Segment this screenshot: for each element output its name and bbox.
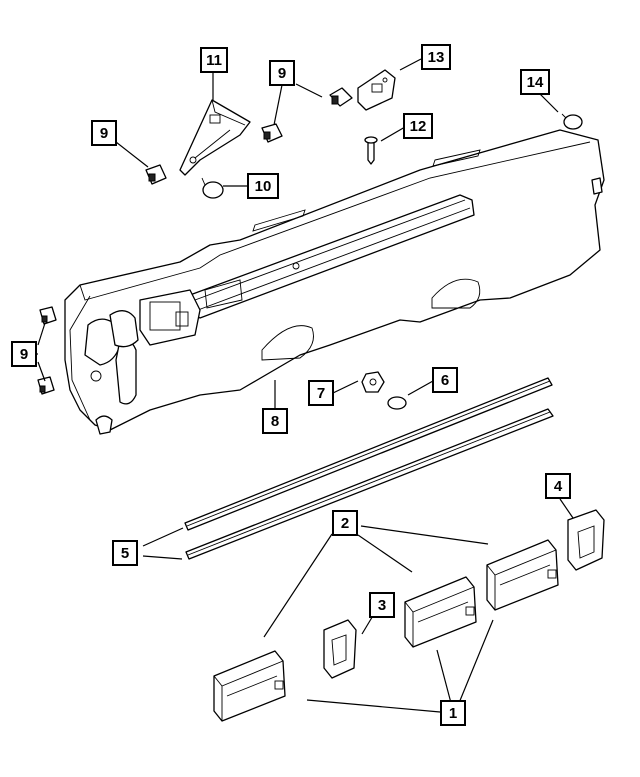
- callout-3: 3: [369, 592, 395, 618]
- pin-14: [561, 113, 583, 130]
- callout-4: 4: [545, 473, 571, 499]
- clip-9-mid: [261, 123, 283, 143]
- callout-5: 5: [112, 540, 138, 566]
- end-cap-4: [567, 509, 605, 571]
- callout-7: 7: [308, 380, 334, 406]
- rail-lower: [185, 408, 554, 560]
- callout-9-left-label: 9: [100, 125, 108, 142]
- leader-lines: [37, 58, 574, 713]
- callout-7-label: 7: [317, 385, 325, 402]
- callout-8-label: 8: [271, 413, 279, 430]
- bracket-13: [357, 69, 396, 111]
- callout-9-left: 9: [91, 120, 117, 146]
- callout-12-label: 12: [410, 118, 427, 135]
- callout-13: 13: [421, 44, 451, 70]
- callout-5-label: 5: [121, 545, 129, 562]
- callout-9-lower: 9: [11, 341, 37, 367]
- clip-9-top: [329, 87, 353, 107]
- bin-2-middle: [404, 576, 477, 648]
- bracket-11: [179, 99, 251, 176]
- clip-9-left: [145, 164, 167, 185]
- rail-upper: [184, 377, 553, 531]
- headliner-panel: [64, 129, 605, 435]
- clip-9-lower-a: [39, 306, 57, 325]
- callout-8: 8: [262, 408, 288, 434]
- callout-2: 2: [332, 510, 358, 536]
- callout-4-label: 4: [554, 478, 563, 495]
- end-cap-3: [323, 619, 357, 679]
- nut-7: [361, 371, 385, 393]
- callout-1-label: 1: [449, 705, 457, 722]
- callout-10: 10: [247, 173, 279, 199]
- push-pin-10: [201, 177, 224, 199]
- callout-14-label: 14: [527, 74, 544, 91]
- callout-11-label: 11: [206, 52, 222, 69]
- callout-6-label: 6: [441, 372, 449, 389]
- clip-9-lower-b: [37, 376, 55, 395]
- callout-3-label: 3: [378, 597, 386, 614]
- callout-12: 12: [403, 113, 433, 139]
- bin-2-right: [486, 539, 559, 611]
- callout-1: 1: [440, 700, 466, 726]
- callout-9-top-label: 9: [278, 65, 286, 82]
- screw-12: [364, 136, 378, 165]
- callout-9-top: 9: [269, 60, 295, 86]
- callout-9-lower-label: 9: [20, 346, 28, 363]
- callout-11: 11: [200, 47, 228, 73]
- callout-13-label: 13: [428, 49, 445, 66]
- callout-14: 14: [520, 69, 550, 95]
- callout-2-label: 2: [341, 515, 349, 532]
- clip-6: [387, 396, 407, 410]
- bin-1-lower: [213, 650, 286, 722]
- callout-10-label: 10: [255, 178, 272, 195]
- callout-6: 6: [432, 367, 458, 393]
